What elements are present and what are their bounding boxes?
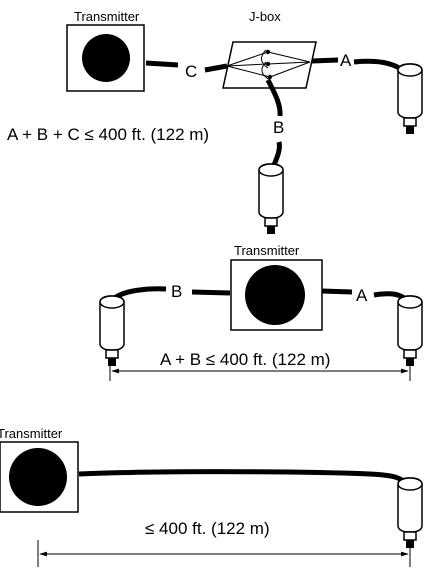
diagram-jbox: Transmitter C J-box A B: [7, 9, 423, 235]
cable-a-end: [353, 58, 404, 73]
cable-c-end: [204, 63, 228, 73]
transmitter-label-2: Transmitter: [234, 243, 300, 258]
jbox-wiring: [226, 49, 311, 81]
limit-text-2: A + B ≤ 400 ft. (122 m): [160, 350, 330, 369]
cable-b-2-end: [191, 289, 231, 296]
cable-b-label: B: [273, 118, 284, 137]
cable-a-label: A: [340, 51, 352, 70]
diagram-single-sensor: Transmitter ≤ 400 ft. (122 m): [0, 426, 423, 567]
limit-text-1: A + B + C ≤ 400 ft. (122 m): [7, 125, 209, 144]
cable-a: [311, 57, 339, 64]
sensor-a-1: [397, 63, 423, 135]
sensor-3: [397, 477, 423, 549]
transmitter-dial-3: [9, 448, 67, 506]
transmitter-label-3: Transmitter: [0, 426, 63, 441]
transmitter-label-1: Transmitter: [74, 9, 140, 24]
cable-a-2: [321, 288, 353, 295]
cable-c: [145, 60, 179, 68]
diagram-two-sensors: Transmitter B A A + B ≤ 400 ft. (122 m): [99, 243, 423, 381]
transmitter-dial-1: [82, 34, 130, 82]
limit-text-3: ≤ 400 ft. (122 m): [145, 519, 270, 538]
cable-a-label-2: A: [356, 286, 368, 305]
cable-b: [265, 78, 283, 117]
jbox-label: J-box: [249, 9, 281, 24]
cable-b-label-2: B: [171, 282, 182, 301]
transmitter-dial-2: [245, 265, 305, 325]
sensor-a-2: [397, 295, 423, 367]
sensor-b-2: [99, 295, 125, 367]
sensor-b-1: [258, 163, 284, 235]
cable-3: [78, 469, 411, 488]
cable-c-label: C: [185, 62, 197, 81]
